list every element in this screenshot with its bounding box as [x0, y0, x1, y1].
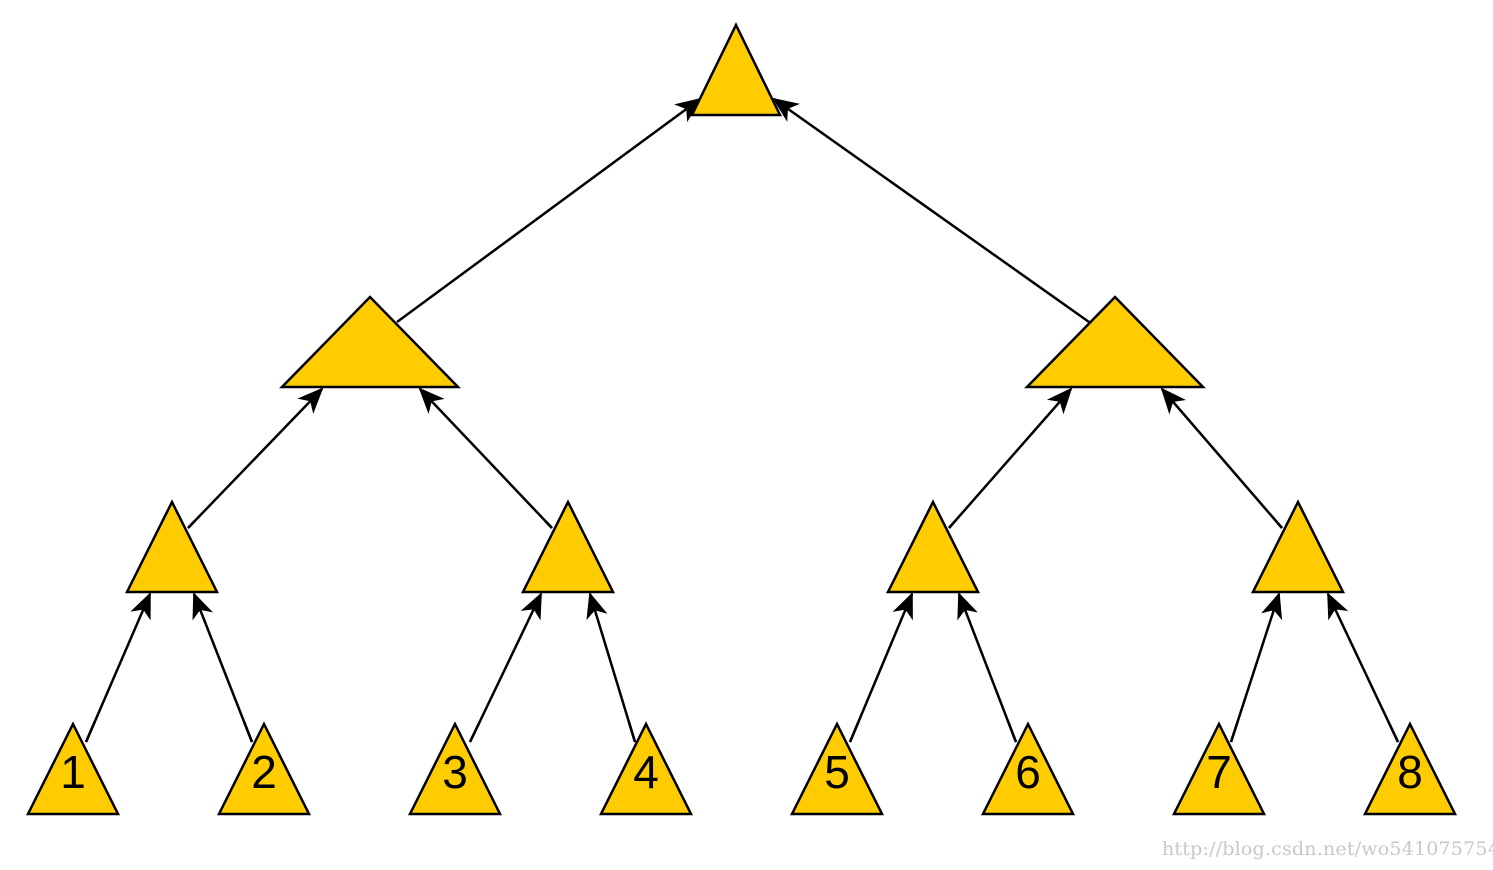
edge-arrow-1 — [84, 592, 152, 743]
leaf-node-triangle-3 — [407, 721, 503, 816]
edge-arrow-10 — [418, 387, 553, 529]
leaf-labels-layer: 1 2 3 4 5 6 7 8 — [60, 746, 1423, 798]
leaf-node-triangle-8 — [1362, 721, 1458, 816]
edge-arrow-7 — [1229, 592, 1283, 743]
nodes-layer — [25, 22, 1458, 816]
edge-arrow-3 — [468, 592, 543, 743]
level2-node-triangle-2 — [520, 499, 616, 594]
level2-node-triangle-4 — [1250, 499, 1346, 594]
edge-arrow-6 — [957, 592, 1018, 743]
leaf-label-1: 1 — [60, 746, 86, 798]
edge-arrow-12 — [1160, 387, 1283, 529]
leaf-node-triangle-1 — [25, 721, 121, 816]
leaf-node-triangle-2 — [216, 721, 312, 816]
level2-node-triangle-1 — [124, 499, 220, 594]
edge-tail-9 — [187, 519, 196, 529]
level1-node-triangle-2 — [1024, 295, 1206, 389]
edge-arrow-13 — [396, 97, 702, 324]
leaf-node-triangle-5 — [789, 721, 885, 816]
edge-tail-7 — [1229, 720, 1239, 743]
leaf-label-2: 2 — [251, 746, 277, 798]
watermark-url: http://blog.csdn.net/wo541075754 — [1162, 838, 1493, 860]
edge-tail-11 — [948, 519, 957, 529]
leaf-node-triangle-4 — [598, 721, 694, 816]
leaf-node-triangle-6 — [980, 721, 1076, 816]
edge-arrow-11 — [948, 387, 1073, 529]
root-node-triangle — [689, 22, 783, 117]
edge-tail-6 — [1006, 721, 1018, 743]
edge-tail-2 — [242, 721, 254, 743]
edge-tails-layer — [84, 519, 1400, 743]
edge-tail-3 — [468, 721, 481, 743]
leaf-node-triangle-7 — [1171, 721, 1267, 816]
edge-tail-1 — [84, 721, 96, 743]
leaf-label-3: 3 — [442, 746, 468, 798]
edge-arrow-5 — [848, 592, 914, 743]
edge-tail-8 — [1387, 721, 1400, 743]
edge-tail-12 — [1274, 519, 1283, 529]
leaf-label-8: 8 — [1397, 746, 1423, 798]
edge-arrow-4 — [586, 592, 637, 743]
leaf-label-4: 4 — [633, 746, 659, 798]
edge-arrow-14 — [772, 97, 1090, 324]
edge-tail-5 — [848, 721, 860, 743]
leaf-label-7: 7 — [1206, 746, 1232, 798]
edge-tail-4 — [627, 720, 637, 743]
edge-tail-10 — [544, 519, 553, 529]
edge-arrow-2 — [192, 592, 254, 743]
edge-arrow-8 — [1326, 592, 1400, 743]
leaf-label-5: 5 — [824, 746, 850, 798]
edges-layer — [84, 97, 1400, 743]
level1-node-triangle-1 — [279, 295, 461, 389]
level2-node-triangle-3 — [885, 499, 981, 594]
edge-arrow-9 — [187, 387, 324, 529]
leaf-label-6: 6 — [1015, 746, 1041, 798]
